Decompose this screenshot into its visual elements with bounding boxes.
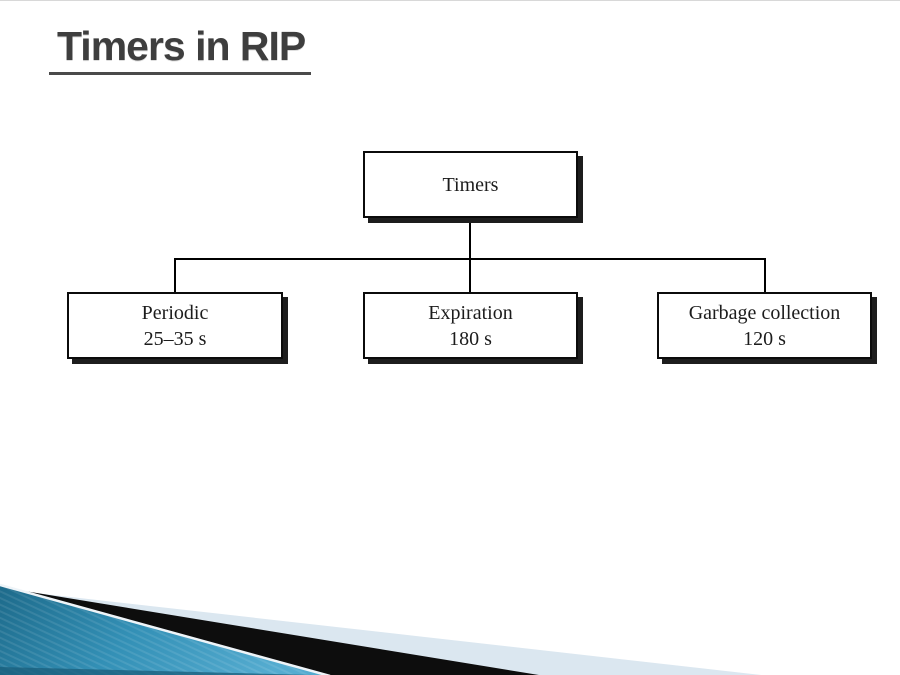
node-garbage-collection: Garbage collection 120 s [657, 292, 872, 359]
decor-bottom-strip [0, 667, 313, 675]
connector-root-stem [469, 217, 471, 259]
connector-drop-garbage [764, 258, 766, 293]
node-periodic-value: 25–35 s [143, 327, 207, 350]
node-periodic-label: Periodic [141, 301, 209, 324]
decor-pale-wedge [0, 589, 762, 675]
decor-pinstripes [0, 585, 327, 675]
page-title: Timers in RIP [49, 23, 312, 75]
connector-drop-periodic [174, 258, 176, 293]
decor-black-stripe [0, 587, 539, 675]
node-garbage-collection-value: 120 s [743, 327, 786, 350]
node-expiration: Expiration 180 s [363, 292, 578, 359]
connector-drop-expiration [469, 258, 471, 293]
node-periodic: Periodic 25–35 s [67, 292, 283, 359]
node-expiration-label: Expiration [428, 301, 513, 324]
node-expiration-value: 180 s [449, 327, 492, 350]
decor-teal-wedge [0, 585, 327, 675]
node-timers: Timers [363, 151, 578, 218]
node-garbage-collection-label: Garbage collection [688, 301, 841, 324]
decor-teal-edge-highlight [0, 583, 331, 675]
node-timers-label: Timers [442, 173, 499, 196]
